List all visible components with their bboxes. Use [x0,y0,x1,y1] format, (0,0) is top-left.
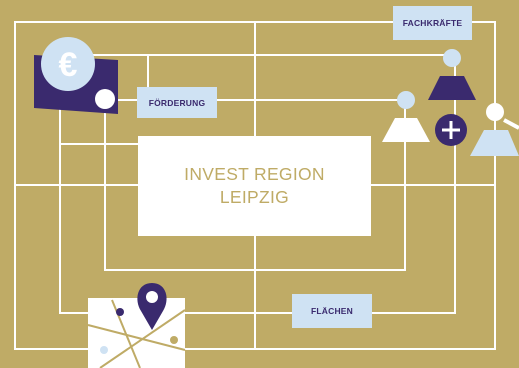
label-funding: FÖRDERUNG [137,87,217,118]
location-pin [137,283,167,330]
person-body [470,130,519,156]
connector-node [95,89,115,109]
center-title-box: INVEST REGION LEIPZIG [138,136,371,236]
person-head [397,91,415,109]
coin-shape [41,37,95,91]
label-land: FLÄCHEN [292,294,372,328]
center-title-line1: INVEST REGION [184,164,325,184]
label-skilled-workers: FACHKRÄFTE [393,6,472,40]
person-body [428,76,476,100]
euro-symbol: € [59,46,78,84]
person-body [382,118,430,142]
person-head [486,103,504,121]
person-head [443,49,461,67]
center-title-line2: LEIPZIG [219,187,290,207]
map-sheet [88,298,185,368]
